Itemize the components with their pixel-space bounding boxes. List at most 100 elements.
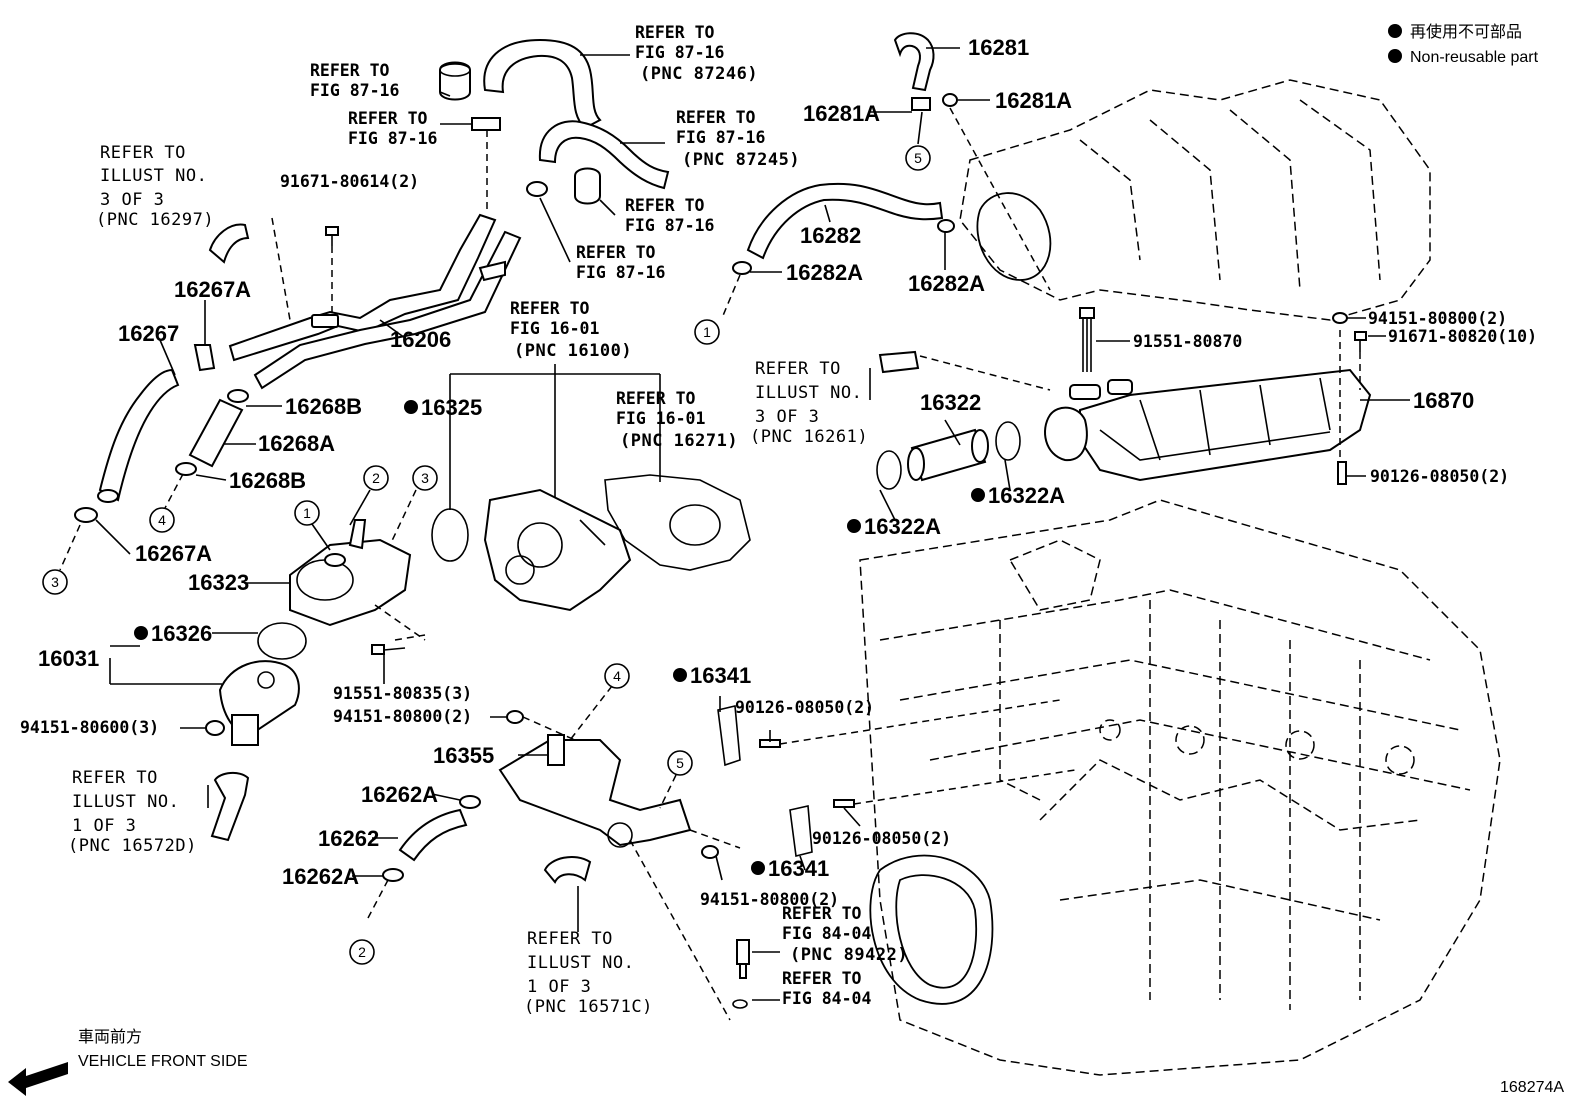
pipe-16322 bbox=[876, 421, 1021, 490]
gasket-16326 bbox=[257, 622, 307, 660]
housing-16323 bbox=[289, 519, 412, 627]
circle-callouts: 1 5 1 2 3 4 3 4 5 2 bbox=[42, 145, 931, 965]
bolt-91671-80614 bbox=[325, 226, 339, 312]
callout-4-left: 4 bbox=[149, 507, 175, 533]
legend-en: Non-reusable part bbox=[1410, 49, 1539, 66]
label-16206: 16206 bbox=[390, 327, 451, 352]
figure-id: 168274A bbox=[1500, 1079, 1564, 1096]
stud-90126-b bbox=[833, 799, 855, 808]
label-90126-08050-b: 90126-08050(2) bbox=[812, 829, 951, 848]
nut-94151-80800-c bbox=[1332, 312, 1348, 324]
label-16326: 16326 bbox=[151, 621, 212, 646]
callout-1-top: 1 bbox=[694, 319, 720, 345]
front-arrow-icon bbox=[8, 1062, 68, 1096]
hose-16282 bbox=[732, 182, 955, 275]
svg-text:5: 5 bbox=[914, 150, 922, 166]
clamp-top-a bbox=[439, 61, 471, 101]
nut-94151-80800-b bbox=[701, 845, 719, 859]
label-16268A: 16268A bbox=[258, 431, 335, 456]
clamp-16268B-bottom bbox=[175, 462, 197, 476]
water-pump bbox=[483, 488, 632, 612]
legend-mark-en bbox=[1388, 49, 1402, 63]
hose-16267 bbox=[97, 368, 180, 503]
callout-2-left: 2 bbox=[363, 465, 389, 491]
front-en: VEHICLE FRONT SIDE bbox=[78, 1053, 248, 1070]
label-16322A-right: 16322A bbox=[988, 483, 1065, 508]
label-91671-80820: 91671-80820(10) bbox=[1388, 327, 1537, 346]
clamp-small-a bbox=[526, 181, 548, 197]
label-94151-80800-a: 94151-80800(2) bbox=[333, 707, 472, 726]
label-16282A-left: 16282A bbox=[786, 260, 863, 285]
svg-text:4: 4 bbox=[613, 668, 621, 684]
label-16323: 16323 bbox=[188, 570, 249, 595]
svg-text:2: 2 bbox=[358, 944, 366, 960]
label-16281: 16281 bbox=[968, 35, 1029, 60]
hose-16262 bbox=[398, 808, 468, 862]
nut-94151-80800-a bbox=[506, 710, 524, 724]
nonreusable-mark-16325 bbox=[404, 400, 418, 414]
clamp-16262A-top bbox=[459, 795, 481, 809]
clamp-16262A-bottom bbox=[382, 868, 404, 882]
label-94151-80800-b: 94151-80800(2) bbox=[700, 890, 839, 909]
label-16322: 16322 bbox=[920, 390, 981, 415]
svg-text:4: 4 bbox=[158, 512, 166, 528]
label-91551-80870: 91551-80870 bbox=[1133, 332, 1242, 351]
nonreusable-mark-16341-bottom bbox=[751, 861, 765, 875]
gasket-16341-top bbox=[717, 705, 741, 767]
label-16322A-left: 16322A bbox=[864, 514, 941, 539]
part-number-labels: 16281 16281A 16281A 16282 16282A 16282A … bbox=[20, 35, 1537, 909]
leader-lines bbox=[59, 47, 1410, 1021]
callout-4-mid: 4 bbox=[604, 663, 630, 689]
callout-3-bottom: 3 bbox=[42, 569, 68, 595]
engine-block bbox=[859, 499, 1501, 1076]
label-90126-08050-a: 90126-08050(2) bbox=[735, 698, 874, 717]
gasket-16341-bottom bbox=[789, 805, 813, 857]
intake-manifold bbox=[959, 79, 1431, 321]
label-16268B-bottom: 16268B bbox=[229, 468, 306, 493]
label-16267: 16267 bbox=[118, 321, 179, 346]
hose-assembly-top bbox=[228, 38, 670, 390]
label-16282: 16282 bbox=[800, 223, 861, 248]
label-16325: 16325 bbox=[421, 395, 482, 420]
label-16341-top: 16341 bbox=[690, 663, 751, 688]
legend-jp: 再使用不可部品 bbox=[1410, 23, 1522, 41]
label-16355: 16355 bbox=[433, 743, 494, 768]
legend-mark-jp bbox=[1388, 24, 1402, 38]
clamp-16267A-bottom bbox=[74, 507, 98, 523]
svg-text:2: 2 bbox=[372, 470, 380, 486]
clamp-top-c bbox=[574, 167, 601, 205]
label-90126-08050-c: 90126-08050(2) bbox=[1370, 467, 1509, 486]
stud-90126-c bbox=[1337, 461, 1347, 485]
callout-5-top: 5 bbox=[905, 145, 931, 171]
svg-text:1: 1 bbox=[303, 505, 311, 521]
hose-stub-16297 bbox=[208, 223, 250, 264]
label-16268B-top: 16268B bbox=[285, 394, 362, 419]
hose-16571C bbox=[543, 855, 592, 884]
clamp-16268B-top bbox=[227, 389, 249, 403]
valley-cover-16870 bbox=[1044, 368, 1372, 482]
outlet-16355 bbox=[498, 734, 692, 848]
label-16267A-top: 16267A bbox=[174, 277, 251, 302]
nonreusable-mark-16341-top bbox=[673, 668, 687, 682]
clamp-16267A-top bbox=[193, 344, 216, 372]
label-16282A-right: 16282A bbox=[908, 271, 985, 296]
thermostat-16031 bbox=[218, 660, 300, 746]
clamp-top-b bbox=[471, 117, 501, 131]
label-94151-80800-c: 94151-80800(2) bbox=[1368, 309, 1507, 328]
front-jp: 車両前方 bbox=[78, 1028, 142, 1046]
label-16262A-bottom: 16262A bbox=[282, 864, 359, 889]
oring-16325 bbox=[431, 508, 469, 562]
sensor-89422 bbox=[732, 939, 750, 1009]
bolt-91551-80835 bbox=[371, 634, 426, 655]
label-16262A-top: 16262A bbox=[361, 782, 438, 807]
